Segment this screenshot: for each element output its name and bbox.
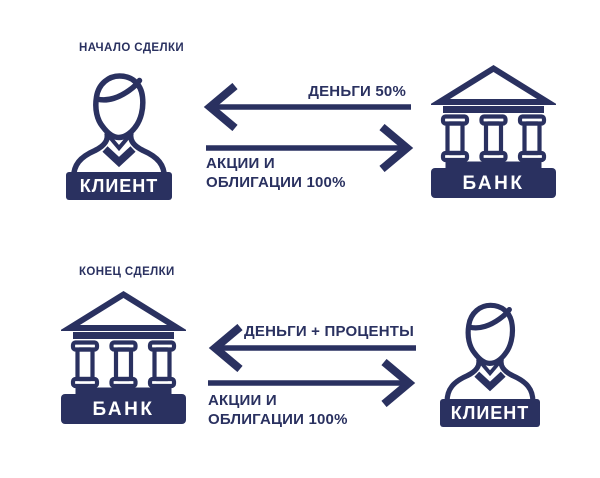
section-end-title: КОНЕЦ СДЕЛКИ bbox=[79, 266, 175, 278]
arrow-label-securities-start: АКЦИИ И ОБЛИГАЦИИ 100% bbox=[206, 155, 346, 191]
actor-label-bank: БАНК bbox=[431, 168, 556, 198]
arrow-label-money-end: ДЕНЬГИ + ПРОЦЕНТЫ bbox=[244, 323, 414, 340]
actor-bank-end: БАНК bbox=[61, 287, 186, 424]
actor-client-end: КЛИЕНТ bbox=[440, 295, 540, 427]
arrow-label-money-start: ДЕНЬГИ 50% bbox=[308, 83, 406, 100]
actor-label-bank: БАНК bbox=[61, 394, 186, 424]
actor-client-start: КЛИЕНТ bbox=[66, 70, 172, 200]
actor-label-client: КЛИЕНТ bbox=[66, 172, 172, 200]
actor-label-client: КЛИЕНТ bbox=[440, 399, 540, 427]
actor-bank-start: БАНК bbox=[431, 61, 556, 198]
arrow-label-securities-end: АКЦИИ И ОБЛИГАЦИИ 100% bbox=[208, 392, 348, 428]
section-start-title: НАЧАЛО СДЕЛКИ bbox=[79, 42, 185, 54]
